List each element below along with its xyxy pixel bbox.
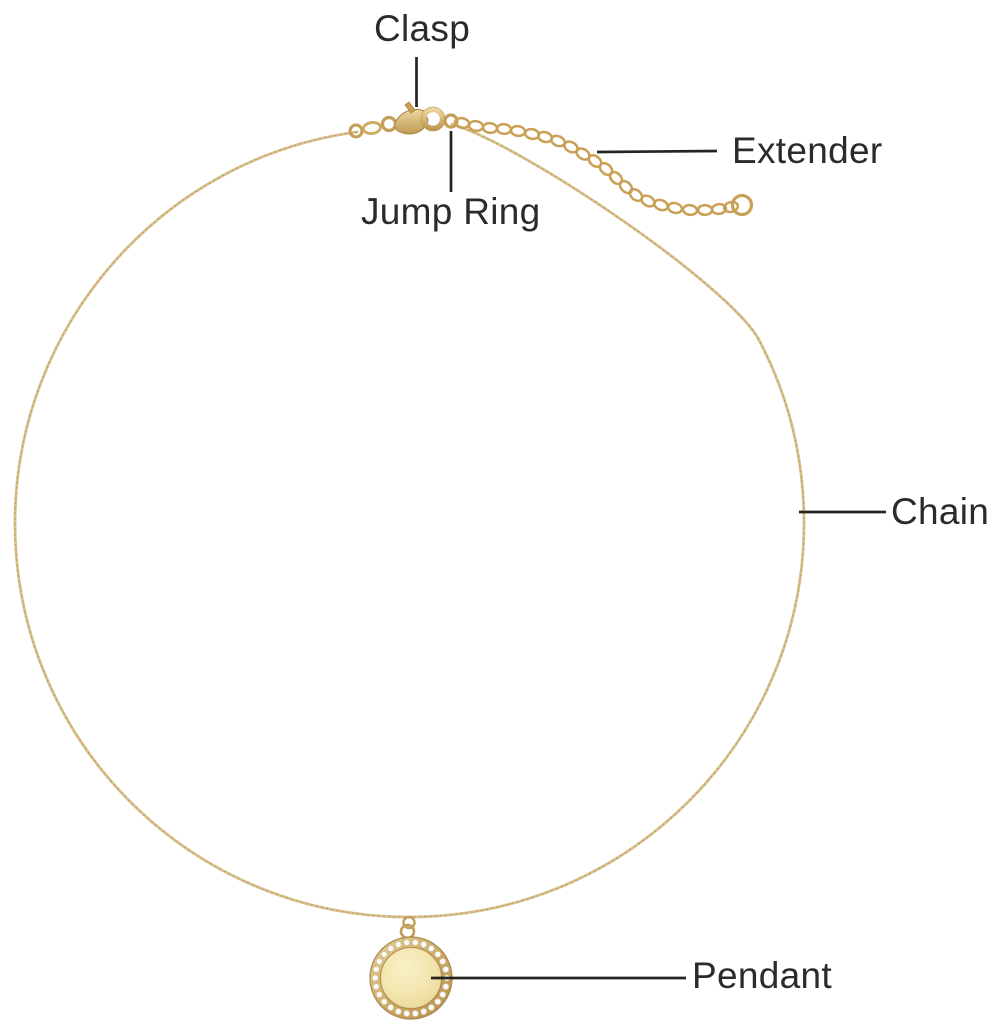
extender-chain [453,116,740,217]
pendant-halo-stones [371,939,451,1018]
extender-link-icon [696,203,714,217]
pendant-bail-ring [402,915,416,930]
clasp-body [394,108,429,135]
pave-stone-icon [375,957,383,965]
extender-link-icon [666,201,684,215]
extender-link-icon [681,203,699,217]
pave-stone-icon [442,983,450,991]
clasp-trigger [404,101,416,114]
pave-stone-icon [434,950,442,958]
extender-link-icon [653,198,669,212]
pave-stone-icon [442,965,450,973]
pave-stone-icon [403,1010,411,1018]
pave-stone-icon [434,998,442,1006]
extender-link-icon [608,170,624,186]
pave-stone-icon [427,945,435,953]
pave-stone-icon [411,1010,419,1018]
extender-end-ring-icon [730,193,754,217]
pave-stone-icon [372,983,380,991]
chain-stroke [13,122,806,919]
pave-stone-icon [411,939,419,947]
pave-stone-icon [375,991,383,999]
label-clasp: Clasp [374,8,471,49]
pave-stone-icon [427,1004,435,1012]
label-extender: Extender [732,130,883,171]
pave-stone-icon [420,941,428,949]
pointer-line-extender [596,149,718,154]
pave-stone-icon [387,945,395,953]
pave-stone-icon [403,939,411,947]
extender-link-icon [481,121,499,135]
pave-stone-icon [439,957,447,965]
extender-link-icon [467,119,485,133]
clasp-assembly [348,101,459,139]
extender-link-icon [618,179,634,195]
pave-stone-icon [372,965,380,973]
connector-link-icon [362,121,382,135]
pendant-icon [369,915,453,1020]
pave-stone-icon [387,1004,395,1012]
extender-link-icon [598,161,614,177]
clasp-loop [420,106,446,132]
extender-link-icon [710,202,728,216]
pave-stone-icon [420,1008,428,1016]
connector-ring-icon [348,123,364,139]
extender-link-icon [495,122,513,136]
pave-stone-icon [380,998,388,1006]
extender-link-icon [722,200,740,214]
pendant-disc [381,948,441,1008]
jump-ring-icon [443,113,459,129]
connector-ring-icon [380,115,398,133]
pointer-lines [415,57,886,980]
pave-stone-icon [380,950,388,958]
extender-link-icon [509,124,527,138]
chain-loop [13,122,806,919]
pave-stone-icon [371,974,379,982]
label-chain: Chain [891,491,990,532]
pave-stone-icon [439,991,447,999]
label-jump-ring: Jump Ring [361,191,541,232]
lobster-clasp-icon [394,101,446,135]
pave-stone-icon [394,941,402,949]
pave-stone-icon [394,1008,402,1016]
label-pendant: Pendant [692,955,832,996]
